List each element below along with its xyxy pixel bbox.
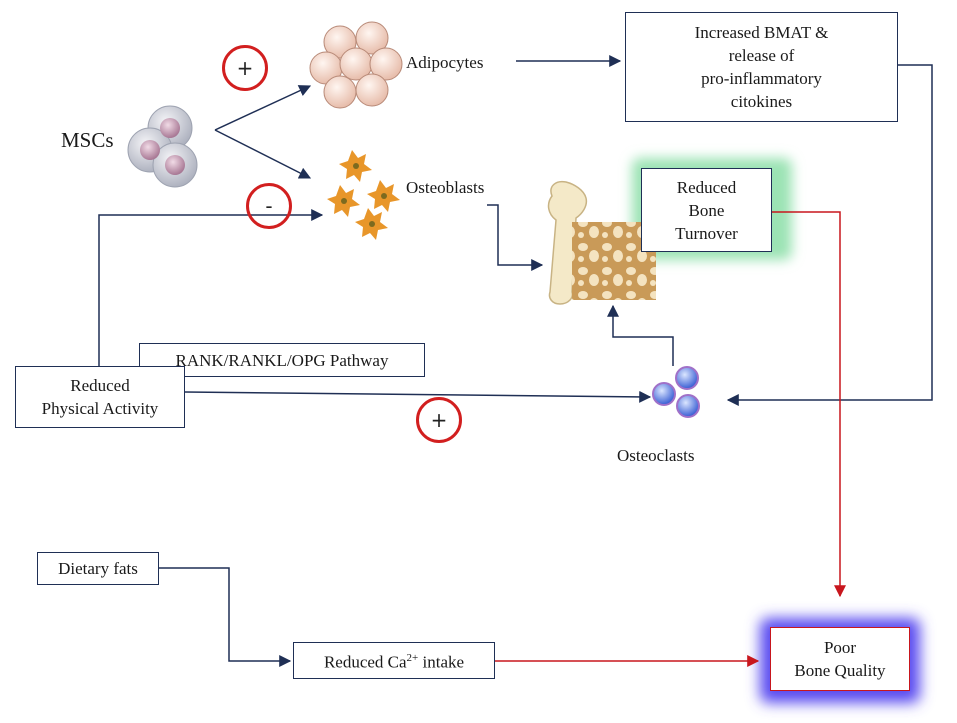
turnover-line-1: Reduced	[676, 177, 737, 197]
osteoblasts-label: Osteoblasts	[406, 178, 485, 197]
osteoclasts-label: Osteoclasts	[617, 446, 695, 465]
reduced-turnover-box: Reduced Bone Turnover	[641, 168, 772, 252]
arrow-turnover-to-poor-bone	[772, 211, 846, 598]
msc-cells-icon	[127, 105, 198, 188]
osteoblasts-icon	[327, 150, 400, 240]
poor-bone-quality-box: Poor Bone Quality	[770, 627, 910, 691]
calcium-intake-label: Reduced Ca2+ intake	[324, 647, 464, 674]
calcium-superscript: 2+	[406, 652, 419, 665]
bmat-line-1: Increased BMAT &	[694, 23, 829, 42]
rank-pathway-label: RANK/RANKL/OPG Pathway	[175, 350, 389, 370]
dietary-fats-box: Dietary fats	[37, 552, 159, 585]
osteoclasts-plus-sign: +	[416, 397, 462, 443]
calcium-suffix: intake	[418, 652, 465, 672]
turnover-line-2: Bone	[688, 200, 725, 220]
arrow-osteoblasts-to-bone	[487, 204, 544, 271]
arrow-activity-to-osteoclasts	[184, 390, 652, 403]
mscs-label: MSCs	[61, 128, 114, 152]
arrow-mscs-to-osteoblasts	[214, 129, 312, 179]
red-arrows	[495, 211, 846, 667]
poor-bone-line-2: Bone Quality	[794, 661, 886, 680]
adipocytes-plus-sign: +	[222, 45, 268, 91]
calcium-intake-box: Reduced Ca2+ intake	[293, 642, 495, 679]
arrow-osteoclasts-to-bone	[607, 304, 674, 366]
arrow-bmat-to-osteoclasts	[726, 64, 933, 406]
osteoclasts-icon	[652, 366, 700, 418]
calcium-prefix: Reduced Ca	[323, 652, 407, 672]
poor-bone-line-1: Poor	[823, 638, 857, 657]
bmat-line-2: release of	[728, 46, 795, 65]
rank-pathway-box: RANK/RANKL/OPG Pathway	[139, 343, 425, 377]
turnover-line-3: Turnover	[675, 223, 738, 243]
activity-line-1: Reduced	[70, 376, 130, 395]
bmat-line-3: pro-inflammatory	[701, 69, 822, 88]
arrow-dietary-to-calcium	[159, 567, 292, 667]
physical-activity-box: Reduced Physical Activity	[15, 366, 185, 428]
bmat-box: Increased BMAT & release of pro-inflamma…	[625, 12, 898, 122]
bmat-line-4: citokines	[730, 92, 793, 111]
dietary-fats-label: Dietary fats	[58, 559, 138, 578]
activity-line-2: Physical Activity	[41, 399, 159, 418]
adipocytes-label: Adipocytes	[406, 53, 484, 72]
osteoblasts-minus-sign: -	[246, 183, 292, 229]
adipocytes-icon	[309, 21, 403, 109]
arrow-mscs-to-adipocytes	[214, 85, 312, 131]
